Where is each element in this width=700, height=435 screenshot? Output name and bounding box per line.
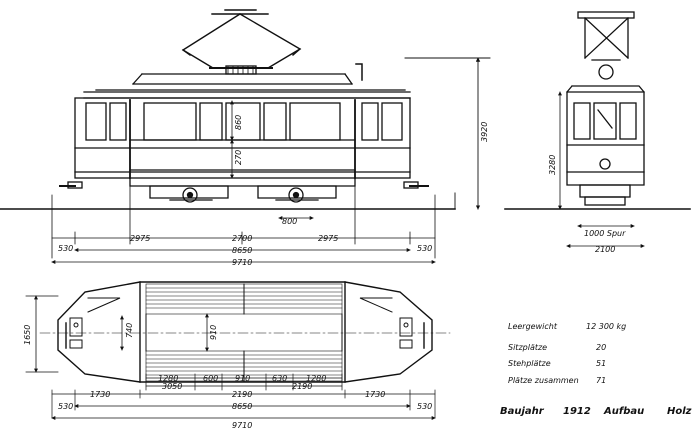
center-span-label: 2190: [232, 390, 252, 399]
side-seg-2: 2700: [232, 234, 252, 243]
footer-year: 1912: [563, 406, 591, 417]
end-elevation: 3280 1000 Spur 2100: [504, 11, 691, 254]
plan-length-body: 8650: [232, 402, 252, 411]
plan-benches: [145, 283, 343, 382]
end-body: [566, 85, 645, 206]
plan-controllers: [69, 297, 413, 349]
spec-table: Leergewicht 12 300 kg Sitzplätze 20 Steh…: [500, 322, 692, 417]
bench-seg-3: 630: [272, 374, 287, 383]
extension-lines: [51, 185, 436, 259]
height-total-label: 3920: [480, 122, 489, 142]
spec-label-2: Stehplätze: [508, 359, 551, 368]
roof: [83, 65, 411, 99]
platform-right-label: 1730: [365, 390, 385, 399]
plan-end-right: 530: [417, 402, 432, 411]
pantograph: [181, 9, 302, 69]
plan-outline: [57, 281, 433, 383]
seat-span-label: 3050: [162, 382, 182, 391]
spec-label-3: Plätze zusammen: [508, 376, 579, 385]
rooftop-hook: [355, 63, 363, 81]
side-elevation: 3920 860 270 800 530 2975 2700 2975 530 …: [0, 9, 491, 267]
bogies: [149, 185, 337, 203]
platform-left-label: 1730: [90, 390, 110, 399]
side-seg-1: 2975: [130, 234, 150, 243]
bench-seg-2: 910: [235, 374, 250, 383]
side-seg-3: 2975: [318, 234, 338, 243]
bench-seg-1: 600: [203, 374, 218, 383]
plan-view: 1650 740 910 1280 600 910 630 1280 3050 …: [23, 281, 451, 430]
spec-value-0: 12 300 kg: [586, 322, 626, 331]
plan-length-total: 9710: [232, 421, 252, 430]
end-pantograph: [577, 11, 635, 80]
window-height-label: 860: [234, 115, 243, 130]
footer-year-label: Baujahr: [500, 406, 545, 417]
end-width-label: 2100: [595, 245, 615, 254]
plan-end-left: 530: [58, 402, 73, 411]
spec-label-0: Leergewicht: [508, 322, 558, 331]
end-height-label: 3280: [548, 155, 557, 175]
bogie-label: 800: [282, 217, 297, 226]
right-span-label: 2190: [292, 382, 312, 391]
bench-seg-4: 1280: [306, 374, 326, 383]
plan-width-label: 1650: [23, 325, 32, 345]
bench-depth-label: 910: [209, 325, 218, 340]
spec-label-1: Sitzplätze: [508, 343, 547, 352]
floor-height-label: 270: [234, 150, 243, 165]
car-body: [59, 97, 429, 189]
side-length-body: 8650: [232, 246, 252, 255]
side-length-total: 9710: [232, 258, 252, 267]
gauge-label: 1000 Spur: [584, 229, 626, 238]
bench-seg-0: 1280: [158, 374, 178, 383]
spec-value-1: 20: [596, 343, 606, 352]
aisle-label: 740: [125, 323, 134, 338]
spec-value-3: 71: [596, 376, 606, 385]
spec-value-2: 51: [596, 359, 606, 368]
side-seg-0: 530: [58, 244, 73, 253]
footer-build: Holz: [667, 406, 692, 417]
side-seg-4: 530: [417, 244, 432, 253]
footer-build-label: Aufbau: [603, 406, 644, 417]
